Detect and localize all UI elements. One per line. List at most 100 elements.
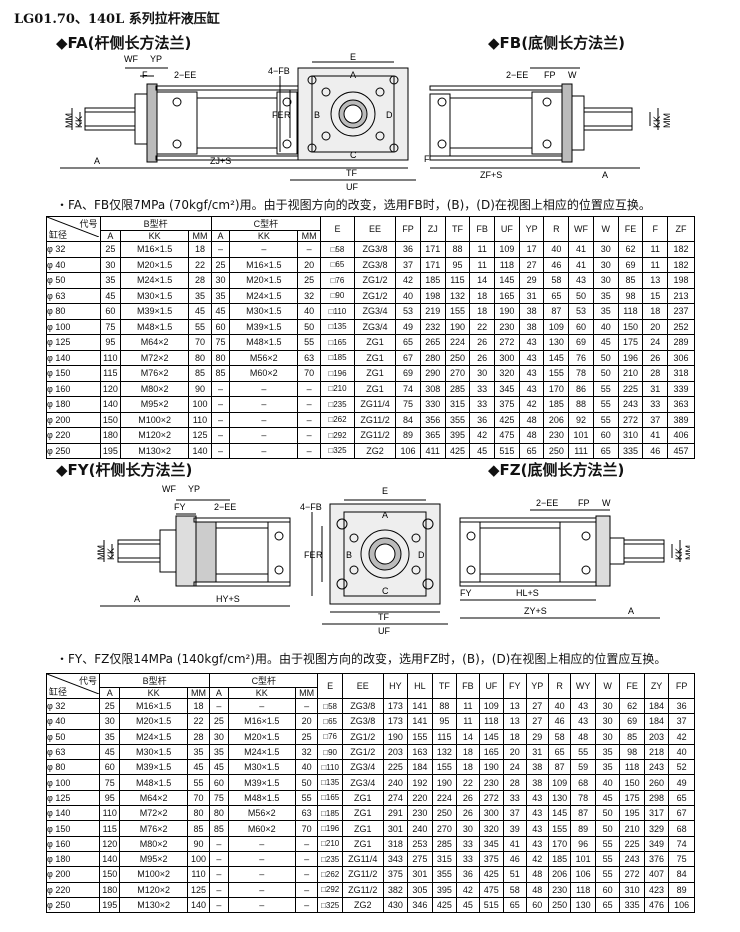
table-cell: □165 xyxy=(319,334,355,351)
header-sub-mm: MM xyxy=(297,230,321,242)
table-cell: φ 140 xyxy=(45,805,101,822)
table-cell: 206 xyxy=(543,411,570,428)
table-cell: 213 xyxy=(667,287,695,304)
header-col-r: R xyxy=(547,673,572,699)
table-cell: 58 xyxy=(547,728,572,745)
table-cell: φ 50 xyxy=(45,728,101,745)
table-cell: 30 xyxy=(99,256,122,273)
table-cell: ZG3/8 xyxy=(341,697,384,715)
table-cell: 190 xyxy=(431,774,458,791)
table-cell: 33 xyxy=(456,850,480,868)
table-cell: 85 xyxy=(209,820,229,837)
table-cell: 515 xyxy=(478,896,505,914)
table-cell: 22 xyxy=(456,774,480,791)
note-fa-fb: ・FA、FB仅限7MPa (70kgf/cm²)用。由于视图方向的改变，选用FB… xyxy=(56,198,651,212)
table-cell: 32 xyxy=(297,287,321,304)
table-cell: M20×1.5 xyxy=(227,728,296,745)
table-cell: 11 xyxy=(456,697,480,715)
table-cell: ZG2 xyxy=(353,442,397,459)
table-cell: 70 xyxy=(188,334,212,351)
table-cell: 60 xyxy=(525,896,549,914)
table-cell: 184 xyxy=(643,713,670,730)
table-cell: 98 xyxy=(619,743,645,761)
table-cell: 100 xyxy=(186,850,211,868)
fy-label-ee: 2−EE xyxy=(214,502,236,512)
front-label-d: D xyxy=(386,110,393,120)
table-cell: 291 xyxy=(382,805,409,822)
table-cell: 18 xyxy=(186,697,211,715)
table-cell: 36 xyxy=(456,866,480,883)
table-cell: 45 xyxy=(594,789,621,807)
table-cell: 43 xyxy=(518,349,545,366)
fb-label-mm: MM xyxy=(662,113,672,128)
table-cell: M30×1.5 xyxy=(120,287,190,304)
table-cell: 240 xyxy=(407,820,433,837)
table-cell: M130×2 xyxy=(119,896,188,914)
table-cell: M130×2 xyxy=(120,442,190,459)
table-cell: 43 xyxy=(518,365,545,382)
table-cell: – xyxy=(210,411,231,428)
table-cell: ZG1/2 xyxy=(341,743,384,761)
table-cell: 63 xyxy=(297,349,321,366)
table-cell: 165 xyxy=(478,743,505,761)
table-cell: M95×2 xyxy=(119,850,188,868)
table-cell: 272 xyxy=(619,866,645,883)
table-cell: 230 xyxy=(478,774,505,791)
table-cell: 20 xyxy=(297,256,321,273)
fb-label-zfs: ZF+S xyxy=(480,170,502,180)
table-cell: 42 xyxy=(525,850,549,868)
table-cell: □65 xyxy=(319,256,355,273)
table-cell: 78 xyxy=(570,789,596,807)
fy-label-fy: FY xyxy=(174,502,186,512)
table-cell: 75 xyxy=(209,789,229,807)
table-cell: 26 xyxy=(469,349,496,366)
fa-label-zjs: ZJ+S xyxy=(210,156,231,166)
table-cell: 67 xyxy=(668,805,695,822)
header-diagonal-line xyxy=(47,217,99,237)
table-cell: 55 xyxy=(294,789,319,807)
table-cell: 63 xyxy=(294,805,319,822)
table-cell: 272 xyxy=(494,334,520,351)
table-cell: 110 xyxy=(188,411,212,428)
table-cell: 301 xyxy=(382,820,409,837)
fy-head xyxy=(195,521,217,583)
table-cell: 85 xyxy=(188,365,212,382)
table-cell: 219 xyxy=(419,303,446,320)
table-cell: 180 xyxy=(99,427,122,444)
table-cell: 318 xyxy=(667,365,695,382)
table-cell: 430 xyxy=(382,896,409,914)
table-cell: 85 xyxy=(210,365,231,382)
table-cell: M16×1.5 xyxy=(227,713,296,730)
table-cell: 365 xyxy=(419,427,446,444)
table-cell: φ 180 xyxy=(46,396,101,413)
table-cell: 163 xyxy=(407,743,433,761)
table-cell: 55 xyxy=(592,380,619,397)
table-cell: 285 xyxy=(431,835,458,852)
document-title: LG01.70、140L 系列拉杆液压缸 xyxy=(14,12,220,27)
table-cell: 132 xyxy=(431,743,458,761)
table-cell: 26 xyxy=(642,349,669,366)
table-cell: ZG3/4 xyxy=(341,759,384,776)
table-cell: M39×1.5 xyxy=(120,303,190,320)
table-cell: 65 xyxy=(503,896,527,914)
table-cell: 74 xyxy=(395,380,421,397)
table-cell: ZG1/2 xyxy=(353,287,397,304)
table-cell: M64×2 xyxy=(120,334,190,351)
table-cell: M30×1.5 xyxy=(229,303,299,320)
table-cell: 280 xyxy=(419,349,446,366)
table-cell: 46 xyxy=(642,442,669,459)
table-cell: ZG1/2 xyxy=(353,272,397,289)
table-cell: 27 xyxy=(525,713,549,730)
header-corner-cell: 代号缸径 xyxy=(46,216,101,242)
table-cell: 45 xyxy=(99,743,121,761)
table-cell: 60 xyxy=(209,774,229,791)
fy-label-wf: WF xyxy=(162,484,176,494)
table-cell: M120×2 xyxy=(119,881,188,898)
table-cell: 45 xyxy=(99,287,122,304)
table-cell: 43 xyxy=(518,380,545,397)
